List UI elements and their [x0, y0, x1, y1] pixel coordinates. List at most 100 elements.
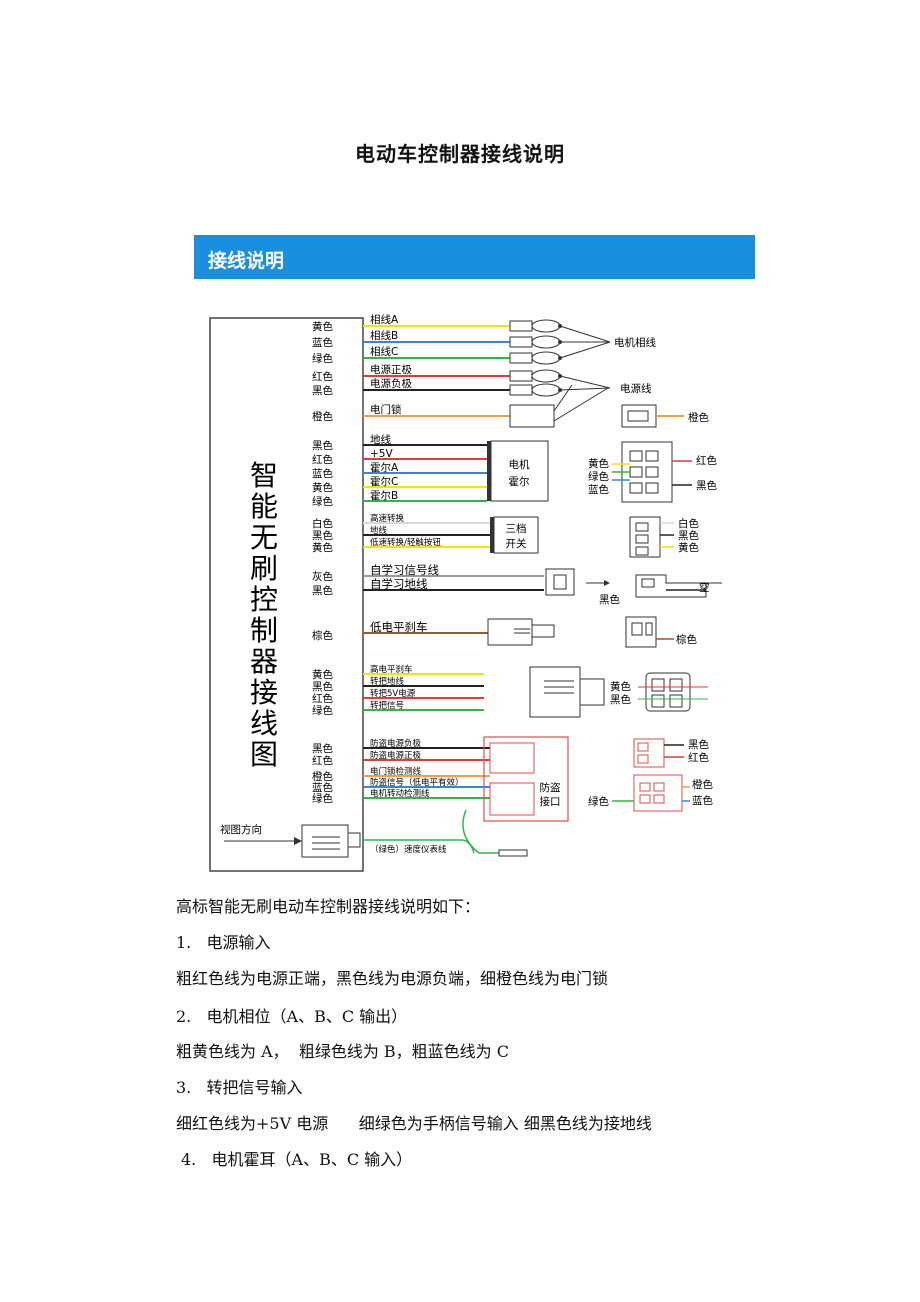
hall-box-label-1: 电机 — [509, 458, 530, 471]
antitheft-color: 黑色 — [312, 742, 333, 755]
lock-side-color: 橙色 — [688, 411, 709, 424]
item-1-desc: 粗红色线为电源正端，黑色线为电源负端，细橙色线为电门锁 — [176, 969, 609, 988]
banner — [194, 235, 755, 279]
power-color-black: 黑色 — [312, 384, 333, 397]
item-2-heading: 2. 电机相位（A、B、C 输出） — [176, 1003, 407, 1027]
phase-group: 黄色 蓝色 绿色 相线A 相线B 相线C 电机相线 — [312, 313, 656, 365]
controller-label-char: 刷 — [250, 552, 278, 585]
speedometer-wire-label: （绿色）速度仪表线 — [370, 844, 447, 855]
hall-box-label-2: 霍尔 — [509, 475, 530, 488]
brake-wire: 低电平刹车 — [370, 620, 428, 634]
hall-color: 蓝色 — [312, 467, 333, 480]
intro-text: 高标智能无刷电动车控制器接线说明如下： — [176, 897, 481, 916]
item-1-num: 1. — [176, 933, 192, 952]
item-3-title: 转把信号输入 — [206, 1078, 303, 1097]
lock-color: 橙色 — [312, 410, 333, 423]
power-wire-negative: 电源负极 — [370, 377, 412, 390]
power-color-red: 红色 — [312, 370, 333, 383]
phase-target: 电机相线 — [614, 336, 656, 349]
page-title: 电动车控制器接线说明 — [355, 142, 565, 166]
antitheft-wire-label: 防盗电源正极 — [370, 750, 422, 761]
throttle-wire-high-brake: 高电平刹车 — [370, 664, 413, 675]
antitheft-wire-label: 防盗电源负极 — [370, 738, 422, 749]
lock-wire: 电门锁 — [370, 403, 402, 416]
speed-wire-high: 高速转换 — [370, 513, 405, 524]
item-2-desc: 粗黄色线为 A， 粗绿色线为 B，粗蓝色线为 C — [176, 1042, 509, 1061]
speed-color-white: 白色 — [312, 517, 333, 530]
item-4-num: 4. — [181, 1150, 197, 1169]
antitheft-side-blue: 蓝色 — [692, 794, 713, 807]
speed-color-yellow: 黄色 — [312, 541, 333, 554]
learn-group: 灰色 黑色 自学习信号线 自学习地线 空 黑色 — [312, 563, 722, 606]
antitheft-color: 绿色 — [312, 792, 333, 805]
antitheft-wire-label: 电门锁检测线 — [370, 766, 422, 777]
throttle-color-green: 绿色 — [312, 704, 333, 717]
hall-wire-label: 霍尔C — [370, 475, 398, 488]
hall-wire-label: +5V — [370, 448, 393, 460]
hall-wire-label: 霍尔B — [370, 489, 398, 502]
throttle-group: 黄色 黑色 红色 绿色 高电平刹车 转把地线 转把5V电源 转把信号 黄色 黑色 — [312, 664, 708, 718]
item-1-heading: 1. 电源输入 — [176, 929, 271, 953]
controller-label-char: 制 — [250, 614, 278, 647]
item-2-title: 电机相位（A、B、C 输出） — [206, 1007, 408, 1026]
view-direction-label: 视图方向 — [220, 823, 262, 836]
controller-label-char: 控 — [250, 583, 278, 616]
item-3-desc: 细红色线为+5V 电源 细绿色为手柄信号输入 细黑色线为接地线 — [176, 1114, 652, 1133]
speed-wire-ground: 地线 — [370, 525, 388, 536]
wiring-diagram: 接线说明 智能无刷控制器接线图 黄色 蓝色 绿色 相线A 相线B 相线C 电机相… — [194, 235, 755, 880]
learn-side-empty: 空 — [699, 581, 710, 594]
controller-label-char: 能 — [250, 490, 278, 523]
hall-side-yellow: 黄色 — [588, 457, 609, 470]
controller-label-char: 无 — [250, 521, 278, 554]
brake-color-brown: 棕色 — [312, 629, 333, 642]
hall-color: 黄色 — [312, 481, 333, 494]
hall-wire-label: 霍尔A — [370, 461, 399, 474]
speed-wire-low: 低速转换/轻触按钮 — [370, 537, 441, 548]
phase-wire-a: 相线A — [370, 313, 399, 326]
power-wire-positive: 电源正极 — [370, 363, 412, 376]
antitheft-box-label-1: 防盗 — [540, 781, 561, 794]
phase-color-a: 黄色 — [312, 320, 333, 333]
learn-color-gray: 灰色 — [312, 570, 333, 583]
phase-color-b: 蓝色 — [312, 336, 333, 349]
antitheft-wire-label: 防盗信号（低电平有效） — [370, 777, 464, 788]
learn-color-black: 黑色 — [312, 584, 333, 597]
antitheft-color: 蓝色 — [312, 781, 333, 794]
controller-label-char: 接 — [250, 676, 278, 709]
controller-label-char: 器 — [250, 645, 278, 678]
brake-group: 棕色 低电平刹车 棕色 — [312, 616, 697, 648]
view-group: 视图方向 （绿色）速度仪表线 — [220, 809, 528, 858]
antitheft-side-orange: 橙色 — [692, 778, 713, 791]
learn-side-black: 黑色 — [599, 593, 620, 606]
throttle-wire-signal: 转把信号 — [370, 700, 404, 711]
controller-label-char: 智 — [250, 459, 278, 492]
antitheft-color: 红色 — [312, 754, 333, 767]
hall-side-green: 绿色 — [588, 470, 609, 483]
throttle-color-yellow: 黄色 — [312, 668, 333, 681]
speed-box-label-1: 三档 — [506, 522, 527, 535]
throttle-wire-ground: 转把地线 — [370, 676, 405, 687]
phase-color-c: 绿色 — [312, 352, 333, 365]
controller-box — [209, 317, 364, 872]
banner-title: 接线说明 — [208, 249, 284, 272]
throttle-color-red: 红色 — [312, 692, 333, 705]
throttle-color-black: 黑色 — [312, 680, 333, 693]
controller-label-char: 线 — [250, 707, 278, 740]
hall-color: 黑色 — [312, 439, 333, 452]
speed-side-black: 黑色 — [678, 529, 699, 542]
item-4-heading: 4. 电机霍耳（A、B、C 输入） — [181, 1146, 412, 1170]
learn-wire-ground: 自学习地线 — [370, 577, 428, 591]
hall-side-black: 黑色 — [696, 479, 717, 492]
learn-wire-signal: 自学习信号线 — [370, 563, 439, 577]
speed-group: 白色 黑色 黄色 高速转换 地线 低速转换/轻触按钮 三档 开关 白色 黑色 黄… — [312, 513, 699, 558]
hall-wire-label: 地线 — [370, 433, 391, 446]
power-target: 电源线 — [620, 382, 652, 395]
item-4-title: 电机霍耳（A、B、C 输入） — [211, 1150, 413, 1169]
throttle-side-yellow: 黄色 — [610, 680, 631, 693]
phase-wire-b: 相线B — [370, 329, 398, 342]
controller-label-char: 图 — [250, 738, 278, 771]
throttle-side-black: 黑色 — [610, 693, 631, 706]
item-3-num: 3. — [176, 1078, 192, 1097]
antitheft-color: 橙色 — [312, 770, 333, 783]
